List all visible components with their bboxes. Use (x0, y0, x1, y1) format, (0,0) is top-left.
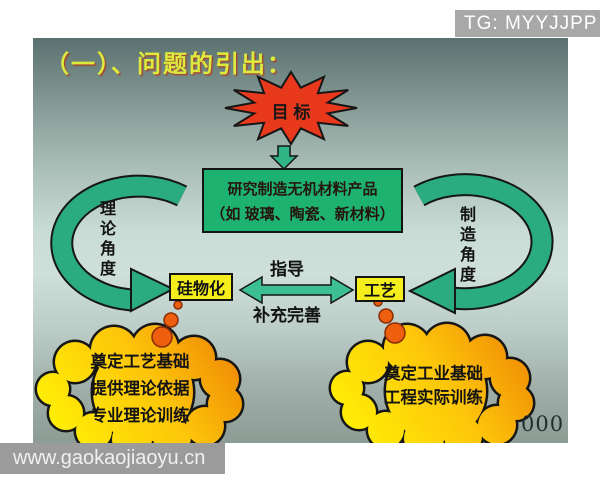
left-cloud-line-1: 奠定工艺基础 (90, 353, 190, 371)
tg-watermark-badge: TG: MYYJJPP (455, 10, 600, 37)
left-bubble-dots-icon (151, 300, 183, 348)
page-number: 000 (521, 412, 565, 436)
exchange-arrow-icon (238, 275, 355, 305)
right-cloud-line-1: 奠定工业基础 (384, 365, 483, 383)
right-curve-arrow-icon (407, 173, 554, 315)
right-bubble-dots-icon (373, 297, 406, 344)
left-cloud-text: 奠定工艺基础 提供理论依据 专业理论训练 (55, 349, 225, 430)
left-cloud-line-2: 提供理论依据 (90, 380, 190, 398)
down-arrow-icon (269, 145, 299, 171)
craft-node-box: 工艺 (355, 276, 405, 302)
manufacture-angle-label: 制造角度 (457, 206, 474, 286)
goal-label: 目 标 (271, 103, 311, 122)
site-watermark: www.gaokaojiaoyu.cn (0, 443, 225, 474)
research-line-1: 研究制造无机材料产品 (227, 180, 378, 198)
goal-starburst-icon (224, 70, 358, 146)
right-cloud-shape (328, 321, 536, 443)
right-cloud-line-2: 工程实际训练 (384, 389, 483, 407)
research-box: 研究制造无机材料产品 （如 玻璃、陶瓷、新材料） (202, 168, 403, 233)
diagram-shapes (34, 70, 554, 443)
right-cloud-text: 奠定工业基础 工程实际训练 (346, 362, 521, 410)
supplement-label: 补充完善 (253, 306, 321, 325)
silicate-node-box: 硅物化 (169, 273, 233, 301)
research-line-2: （如 玻璃、陶瓷、新材料） (210, 205, 395, 223)
slide-title: （一）、问题的引出： (45, 51, 293, 78)
slide-canvas: （一）、问题的引出： 目 标 研究制造无机材料产品 （如 玻璃、陶瓷、新材料） … (33, 38, 568, 443)
theory-angle-label: 理论角度 (97, 200, 114, 280)
left-cloud-line-3: 专业理论训练 (90, 407, 190, 425)
left-curve-arrow-icon (50, 174, 188, 313)
guide-label: 指导 (270, 260, 304, 279)
